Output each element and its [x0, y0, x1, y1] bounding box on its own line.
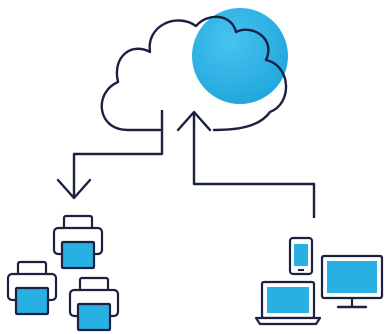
up-arrow-icon: [176, 110, 316, 218]
laptop-icon: [254, 280, 322, 326]
printer-icon: [6, 260, 58, 316]
cloud-icon: [100, 15, 288, 132]
phone-icon: [288, 236, 314, 276]
accent-circle: [192, 8, 288, 104]
down-arrow-icon: [56, 110, 164, 200]
printer-icon: [52, 214, 104, 270]
monitor-icon: [320, 254, 384, 309]
printer-icon: [68, 276, 120, 332]
